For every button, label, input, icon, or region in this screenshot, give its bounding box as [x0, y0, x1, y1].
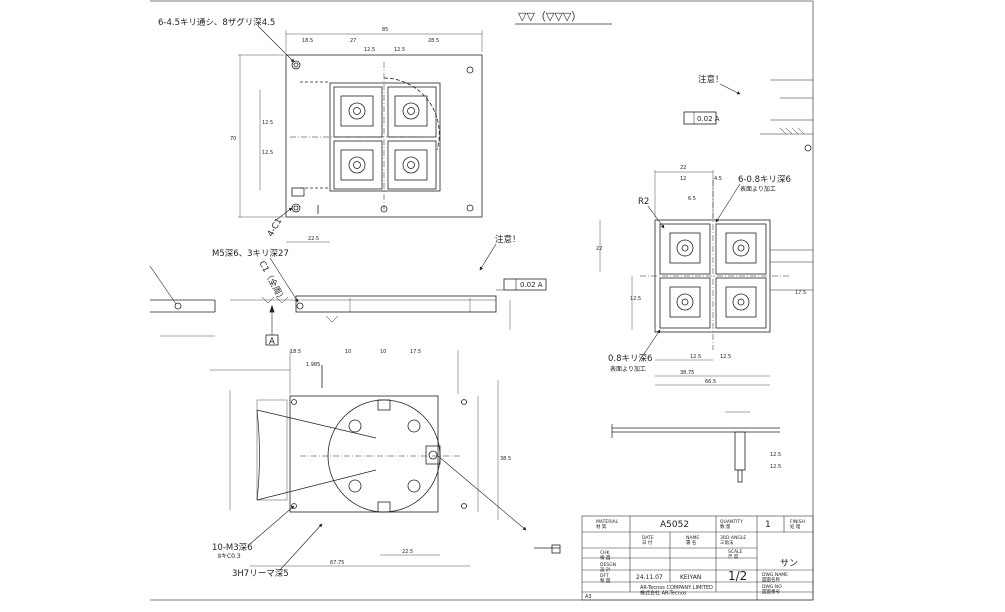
datum-ref-1: 0.02 A [520, 281, 543, 289]
drawing-name-value: サン [780, 558, 798, 569]
bottom-view [210, 350, 527, 567]
note-reamer: 3H7リーマ深5 [232, 569, 289, 579]
dim-text: 12.5 [770, 452, 781, 458]
note-chamfer: 4-C1 [266, 217, 285, 239]
top-view [238, 30, 483, 243]
dim-text: 12.5 [262, 120, 273, 126]
note-tap-2: 10-M3深6 [212, 543, 253, 553]
note-tap: M5深6、3キリ深27 [212, 249, 289, 259]
dim-text: 12.5 [262, 150, 273, 156]
dim-text: 4.5 [714, 176, 722, 182]
sheet-size: A3 [585, 594, 592, 600]
dim-text: 22.5 [402, 549, 413, 555]
dim-text: 22 [596, 246, 602, 252]
dim-text: 22 [680, 165, 686, 171]
dim-text: 67.75 [330, 560, 344, 566]
dim-text: 12.5 [690, 354, 701, 360]
dim-text: 85 [382, 27, 388, 33]
dim-text: 12.5 [770, 464, 781, 470]
dim-text: 6.5 [688, 196, 696, 202]
note-caution-1: 注意！ [495, 234, 521, 245]
dim-text: 1.985 [306, 362, 320, 368]
dim-text: 12 [680, 176, 686, 182]
dim-text: 38.75 [680, 370, 694, 376]
dim-text: 27 [350, 38, 356, 44]
datum-ref-2: 0.02 A [697, 115, 720, 123]
dim-text: 12.5 [720, 354, 731, 360]
sheet-frame [150, 0, 814, 601]
dim-text: 10 [345, 349, 351, 355]
dim-text: 17.5 [795, 290, 806, 296]
dim-text: 22.5 [308, 236, 319, 242]
datum-label: A [269, 337, 275, 347]
dim-text: 70 [230, 136, 236, 142]
detail-view [534, 79, 813, 554]
note-r2: R2 [638, 197, 649, 207]
note-drill-2-sub: 表面より加工 [610, 365, 646, 373]
title-block-grid [581, 515, 814, 601]
scale-value: 1/2 [728, 569, 747, 583]
note-drill-2: 0.8キリ深6 [608, 354, 652, 364]
side-view [149, 265, 547, 346]
note-caution-2: 注意！ [698, 74, 724, 85]
material-value: A5052 [660, 520, 689, 530]
dim-text: 12.5 [364, 47, 375, 53]
author-value: KEIYAN [680, 574, 701, 581]
dim-text: 28.5 [428, 38, 439, 44]
dim-text: 18.5 [290, 349, 301, 355]
dim-text: 18.5 [302, 38, 313, 44]
note-drill-1-sub: 表面より加工 [740, 185, 776, 193]
dim-text: 17.5 [410, 349, 421, 355]
note-top-holes: 6-4.5キリ通シ、8ザグリ深4.5 [158, 17, 275, 28]
date-value: 24.11.07 [636, 574, 663, 581]
note-tap-2-sub: ⅡキC0.3 [218, 553, 241, 560]
note-drill-1: 6-0.8キリ深6 [738, 175, 791, 185]
surface-finish-symbol: ▽▽（▽▽▽） [518, 10, 582, 23]
note-chamfer-all: C1（全周） [257, 259, 288, 304]
dim-text: 12.5 [630, 296, 641, 302]
dim-text: 10 [380, 349, 386, 355]
dim-text: 66.5 [705, 379, 716, 385]
dim-text: 12.5 [394, 47, 405, 53]
quantity-value: 1 [765, 520, 771, 530]
dim-text: 38.5 [500, 456, 511, 462]
